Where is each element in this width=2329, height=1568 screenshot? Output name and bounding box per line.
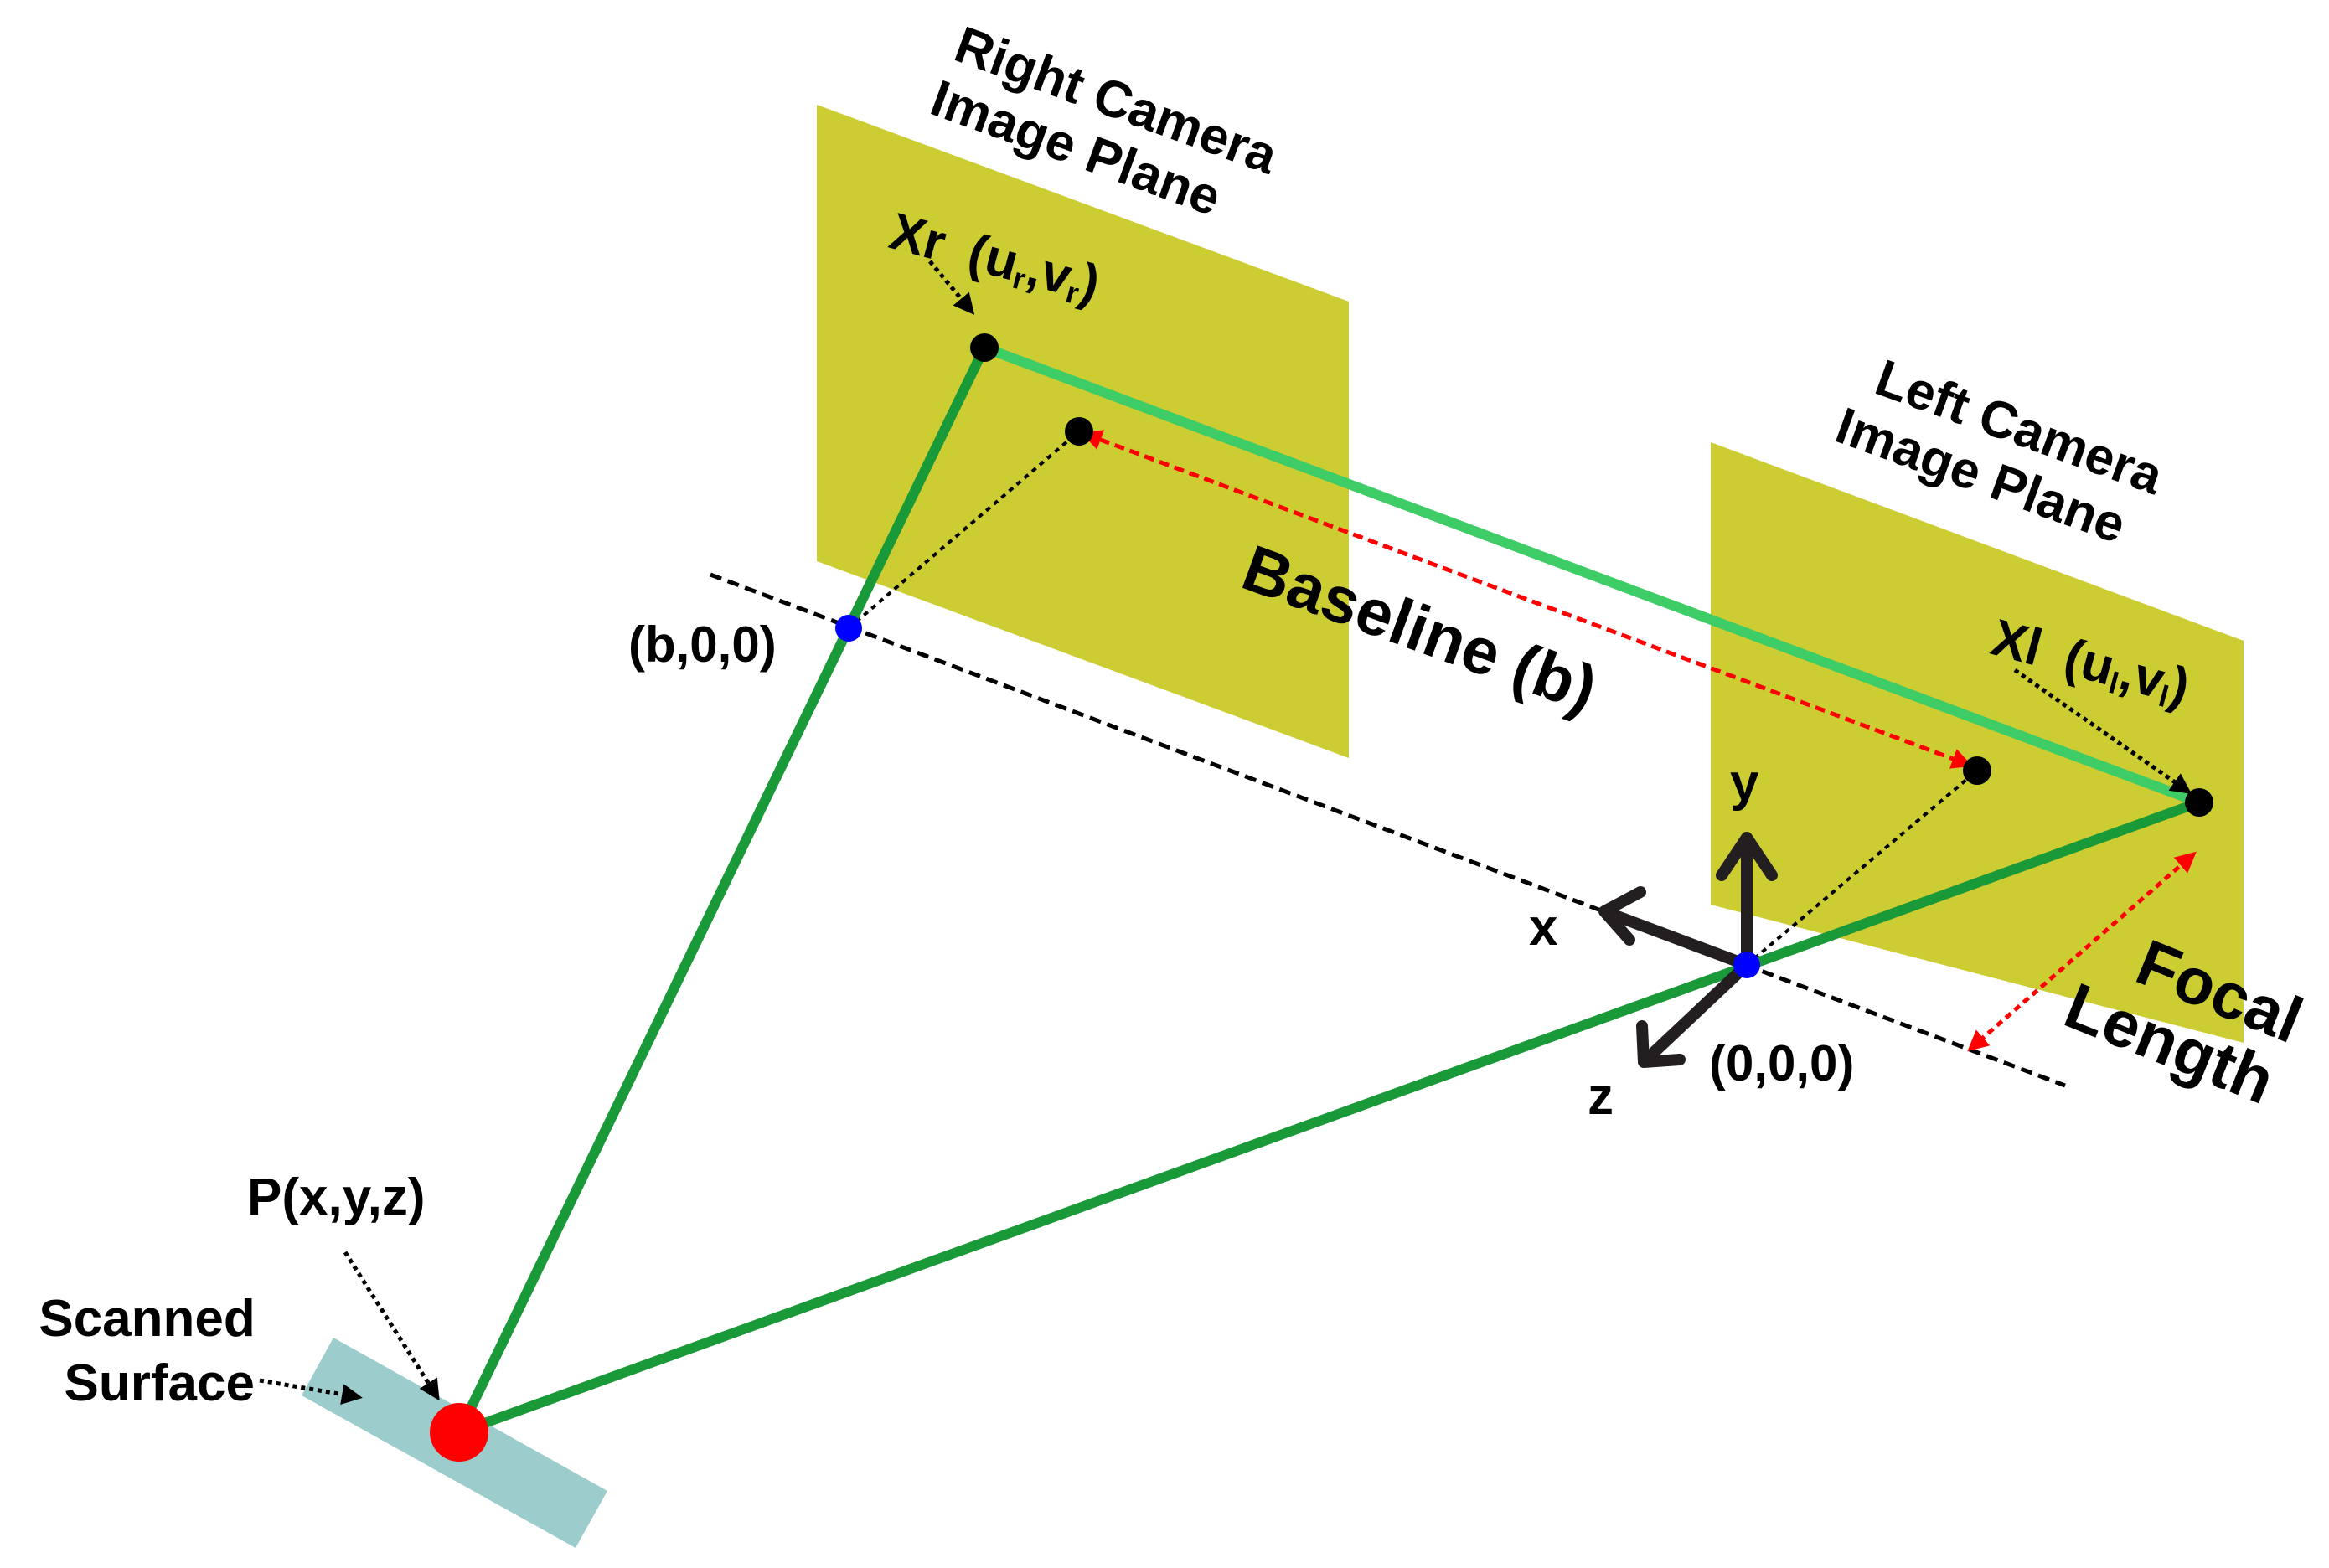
- origin-label: (0,0,0): [1709, 1035, 1854, 1091]
- scanned-surface-label: Scanned Surface: [39, 1290, 270, 1412]
- axis-z-label: z: [1588, 1068, 1614, 1126]
- ray-p-to-xl: [457, 797, 2202, 1437]
- scanned-surface-line1: Scanned: [39, 1290, 255, 1348]
- principal-point-right: [1065, 417, 1093, 446]
- point-p-label: P(x,y,z): [247, 1168, 425, 1226]
- right-principal-ray: [847, 430, 1081, 630]
- baseline-axis-line: [710, 572, 2066, 1088]
- scanned-surface-line2: Surface: [65, 1354, 255, 1412]
- xr-callout-arrow: [928, 260, 975, 315]
- right-camera-center: [835, 615, 862, 642]
- axes: [1598, 832, 1778, 1068]
- image-point-xr: [970, 333, 999, 362]
- left-camera-center: [1733, 952, 1760, 978]
- focal-length-measure-arrow: [1967, 851, 2197, 1052]
- principal-point-left: [1963, 756, 1991, 785]
- image-point-xl: [2185, 788, 2213, 817]
- ray-p-to-xr: [454, 345, 989, 1435]
- scanned-point-p: [430, 1403, 488, 1462]
- axis-y-label: y: [1730, 754, 1759, 812]
- b-point-label: (b,0,0): [628, 616, 777, 673]
- baseline-measure-arrow: [1081, 430, 1973, 769]
- p-callout-arrow: [343, 1251, 440, 1401]
- axis-x-label: x: [1529, 899, 1558, 957]
- xl-callout-arrow: [2013, 668, 2192, 794]
